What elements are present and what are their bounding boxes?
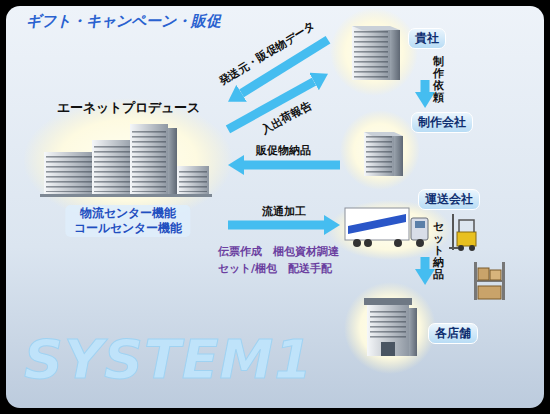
wheel: [458, 245, 464, 251]
store-side: [409, 308, 417, 356]
watermark: SYSTEM1: [24, 328, 313, 391]
truck: [345, 208, 428, 247]
node-region: 各店舗: [345, 285, 480, 365]
main-block: [92, 140, 136, 195]
store-roof: [364, 298, 412, 305]
logistics-center: [40, 124, 212, 197]
tower-side: [390, 30, 400, 80]
edge-label: セット納品: [433, 221, 444, 281]
tower-block-windows: [132, 128, 166, 192]
low-block-windows: [179, 170, 207, 192]
node-region: 貴社: [328, 18, 450, 80]
flow-arrow: [420, 80, 429, 92]
truck-cab: [411, 218, 428, 240]
title: ギフト・キャンペーン・販促: [26, 12, 221, 31]
edge-label: 流通加工: [262, 204, 306, 219]
edge-label: 入出荷報告: [259, 97, 314, 137]
node-region: エーネットプロデュース物流センター機能 コールセンター機能: [28, 96, 228, 241]
forklift-mast: [452, 214, 454, 250]
wheel: [416, 239, 424, 247]
office-windows: [366, 136, 392, 174]
main-windows: [94, 144, 134, 192]
office-face: [364, 132, 394, 176]
store-door: [381, 342, 395, 356]
glow: [344, 282, 436, 374]
shelf-boxes: [474, 262, 505, 300]
wheel: [394, 239, 402, 247]
store-building: [364, 298, 417, 356]
tower-windows: [354, 30, 388, 78]
tower-face: [352, 26, 390, 80]
wheel: [469, 245, 475, 251]
tower-block-side: [168, 128, 177, 195]
box: [478, 268, 489, 280]
edge-label: 発送元・販促物データ: [217, 18, 318, 89]
forklift-body: [457, 232, 476, 246]
node-region: 運送会社: [340, 185, 480, 257]
glow: [330, 8, 418, 96]
panel-ground: [6, 6, 544, 408]
office-side: [394, 136, 403, 176]
process-note: 伝票作成 梱包資材調達: [218, 244, 339, 259]
forklift-fork: [449, 247, 458, 249]
edge-label: 制作依頼: [433, 56, 444, 104]
truck-trailer: [345, 208, 409, 240]
node-label: 各店舗: [428, 323, 478, 344]
wing: [44, 152, 96, 195]
truck-stripe: [348, 214, 406, 234]
glow: [340, 110, 420, 190]
node-heading: エーネットプロデュース: [57, 100, 200, 117]
flow-arrow: [420, 257, 429, 269]
wheel: [353, 239, 361, 247]
office-building: [364, 132, 403, 176]
wheel: [364, 239, 372, 247]
process-note: セット/梱包 配送手配: [218, 261, 332, 276]
low-block: [177, 166, 209, 195]
flow-arrow: [244, 160, 340, 169]
box: [490, 270, 501, 280]
box: [478, 286, 501, 299]
forklift: [449, 214, 476, 251]
node-label: 貴社: [408, 28, 446, 49]
ground-line: [40, 194, 212, 197]
wing-windows: [46, 156, 94, 192]
node-body: 物流センター機能 コールセンター機能: [65, 205, 190, 237]
tower-building: [352, 26, 400, 80]
glow: [23, 98, 233, 222]
node-region: 制作会社: [340, 108, 475, 180]
tower-roof: [352, 26, 400, 30]
forklift-roof: [459, 220, 474, 232]
node-label: 制作会社: [411, 112, 473, 133]
truck-window: [415, 221, 425, 228]
flow-arrow: [228, 221, 324, 230]
office-roof: [364, 132, 403, 136]
store-windows: [370, 309, 406, 339]
store-face: [367, 304, 409, 356]
tower-block: [130, 124, 168, 195]
node-label: 運送会社: [418, 189, 480, 210]
edge-label: 販促物納品: [256, 143, 311, 158]
